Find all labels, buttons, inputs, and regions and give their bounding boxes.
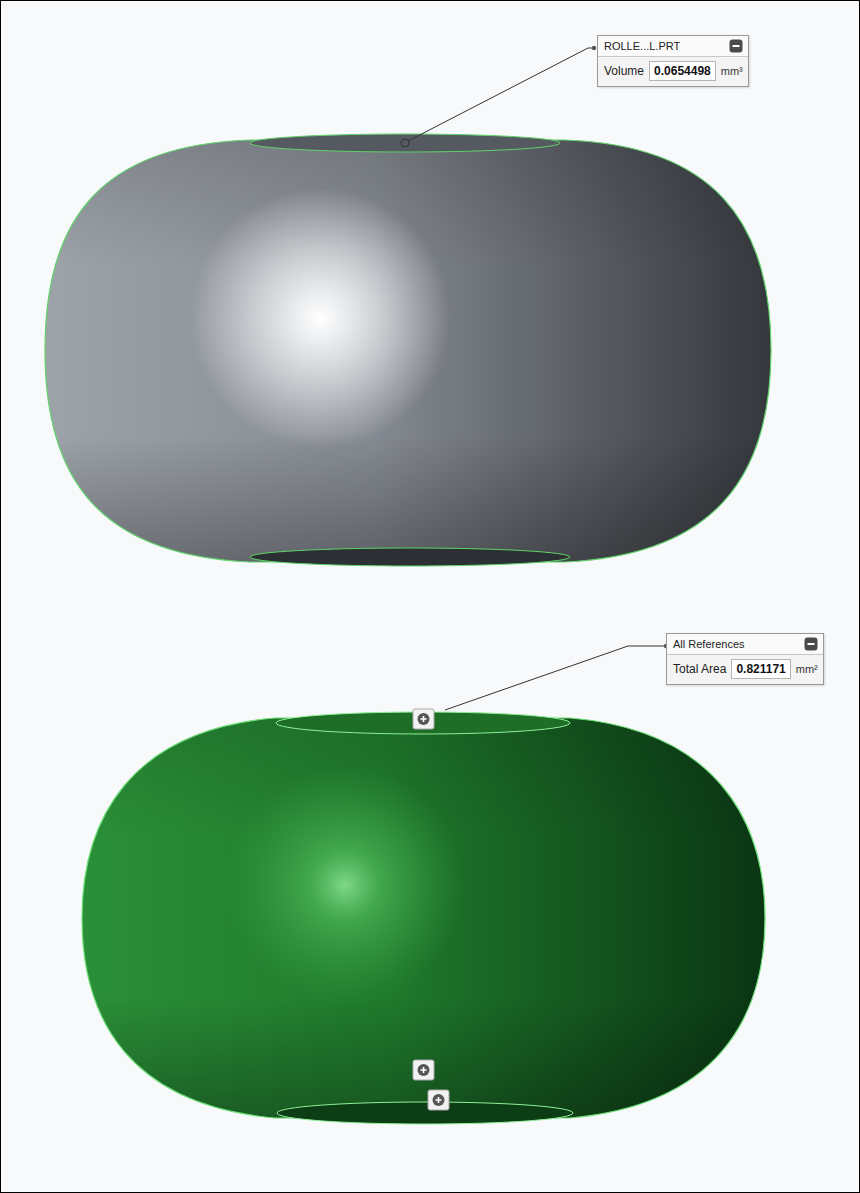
callout-title: All References [673, 638, 745, 650]
callout-header: ROLLE...L.PRT [598, 36, 748, 57]
callout-header: All References [667, 634, 823, 655]
measure-row: Volume 0.0654498 mm³ [598, 57, 748, 86]
measure-unit: mm² [796, 663, 818, 675]
measure-value: 0.0654498 [649, 61, 716, 81]
leader-dot [592, 46, 596, 50]
green-roller [82, 712, 765, 1124]
leader-line [408, 48, 594, 141]
measure-unit: mm³ [721, 65, 743, 77]
measure-value: 0.821171 [731, 659, 790, 679]
leader-line [445, 646, 666, 710]
plus-icon [413, 709, 434, 729]
collapse-icon [804, 637, 818, 651]
callout-title: ROLLE...L.PRT [604, 40, 680, 52]
callout-box: ROLLE...L.PRT Volume 0.0654498 mm³ [597, 35, 749, 87]
measure-label: Total Area [673, 662, 726, 676]
measure-label: Volume [604, 64, 644, 78]
gray-roller [45, 134, 771, 566]
measure-row: Total Area 0.821171 mm² [667, 655, 823, 684]
plus-icon [413, 1060, 434, 1080]
collapse-icon [729, 39, 743, 53]
callout-box: All ReferencesTotal Area 0.821171 mm² [666, 633, 824, 685]
plus-icon [428, 1090, 449, 1110]
